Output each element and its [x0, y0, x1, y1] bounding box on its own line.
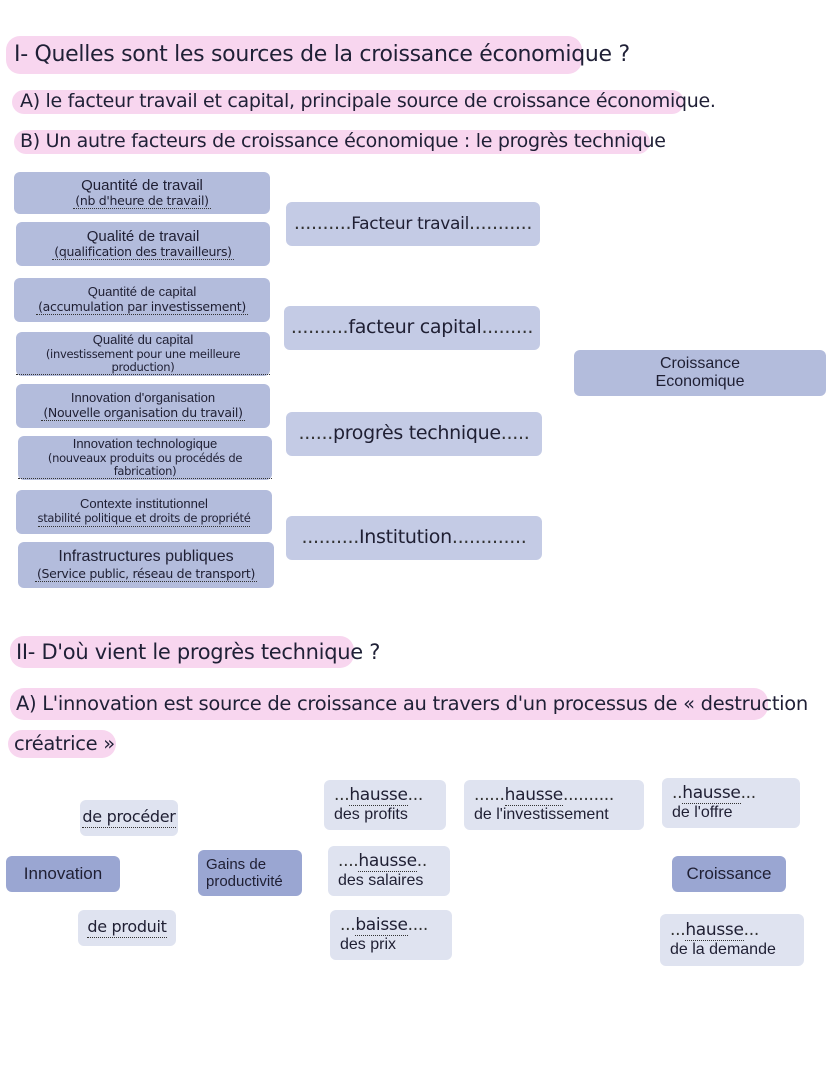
box-subtitle: (investissement pour une meilleure produ…: [16, 347, 270, 376]
demande-fill: ...hausse...: [670, 920, 759, 942]
gains-line2: productivité: [206, 873, 283, 890]
box-title: Innovation d'organisation: [70, 389, 216, 405]
box-innovation-organisation: Innovation d'organisation (Nouvelle orga…: [16, 384, 270, 428]
box-title: Contexte institutionnel: [80, 496, 208, 512]
croissance-label: Croissance: [686, 864, 772, 884]
box-subtitle: (nb d'heure de travail): [73, 192, 211, 210]
box-quantite-travail: Quantité de travail (nb d'heure de trava…: [14, 172, 270, 214]
box-title: Infrastructures publiques: [58, 548, 234, 566]
investissement-fill: ......hausse..........: [474, 785, 615, 807]
box-qualite-travail: Qualité de travail (qualification des tr…: [16, 222, 270, 266]
box-subtitle: (nouveaux produits ou procédés de fabric…: [18, 451, 272, 480]
croissance-box: Croissance: [672, 856, 786, 892]
prix-box: ...baisse.... des prix: [330, 910, 452, 960]
prix-label: des prix: [340, 935, 397, 953]
investissement-box: ......hausse.......... de l'investisseme…: [464, 780, 644, 830]
box-contexte-institutionnel: Contexte institutionnel stabilité politi…: [16, 490, 272, 534]
de-produit-label: de produit: [87, 917, 167, 938]
offre-label: de l'offre: [672, 803, 733, 821]
demande-box: ...hausse... de la demande: [660, 914, 804, 966]
section2-title-highlight: [10, 636, 354, 668]
box-innovation-technologique: Innovation technologique (nouveaux produ…: [18, 436, 272, 480]
salaires-label: des salaires: [338, 871, 424, 889]
box-title: Qualité de travail: [86, 227, 200, 245]
box-title: Quantité de capital: [87, 283, 197, 299]
profits-fill: ...hausse...: [334, 785, 423, 807]
gains-productivite-box: Gains de productivité: [198, 850, 302, 896]
investissement-label: de l'investissement: [474, 805, 609, 823]
section2-a-highlight1: [10, 688, 768, 720]
factor-label: ..........Facteur travail...........: [293, 212, 533, 235]
title-highlight: [6, 36, 582, 74]
offre-fill: ..hausse...: [672, 783, 756, 805]
innovation-label: Innovation: [23, 864, 103, 884]
de-proceder-label: de procéder: [82, 807, 176, 828]
section1-title: I- Quelles sont les sources de la croiss…: [14, 42, 630, 67]
gains-line1: Gains de: [206, 855, 267, 873]
profits-box: ...hausse... des profits: [324, 780, 446, 830]
box-subtitle: (Nouvelle organisation du travail): [41, 404, 245, 422]
section2-title: II- D'où vient le progrès technique ?: [16, 640, 381, 664]
box-infrastructures: Infrastructures publiques (Service publi…: [18, 542, 274, 588]
section2-a-highlight2: [8, 730, 116, 758]
section1-a-highlight: [12, 90, 684, 114]
section1-b: B) Un autre facteurs de croissance écono…: [20, 130, 666, 152]
box-title: Innovation technologique: [72, 435, 218, 451]
box-qualite-capital: Qualité du capital (investissement pour …: [16, 332, 270, 376]
de-produit-box: de produit: [78, 910, 176, 946]
section2-a-line1: A) L'innovation est source de croissance…: [16, 692, 808, 715]
box-subtitle: (accumulation par investissement): [36, 298, 248, 316]
box-quantite-capital: Quantité de capital (accumulation par in…: [14, 278, 270, 322]
box-subtitle: stabilité politique et droits de proprié…: [37, 511, 251, 527]
box-title: Quantité de travail: [81, 176, 203, 194]
factor-label: ..........facteur capital.........: [290, 316, 534, 339]
box-subtitle: (qualification des travailleurs): [52, 243, 234, 261]
croissance-line1: Croissance: [659, 354, 741, 372]
innovation-box: Innovation: [6, 856, 120, 892]
croissance-economique-box: Croissance Economique: [574, 350, 826, 396]
factor-progres: ......progrès technique.....: [286, 412, 542, 456]
factor-capital: ..........facteur capital.........: [284, 306, 540, 350]
demande-label: de la demande: [670, 940, 776, 958]
factor-label: ......progrès technique.....: [298, 422, 530, 445]
profits-label: des profits: [334, 805, 408, 823]
factor-institution: ..........Institution.............: [286, 516, 542, 560]
section1-a: A) le facteur travail et capital, princi…: [20, 90, 716, 112]
section2-a-line2: créatrice »: [14, 732, 115, 755]
prix-fill: ...baisse....: [340, 915, 429, 937]
salaires-fill: ....hausse..: [338, 851, 427, 873]
box-title: Qualité du capital: [92, 331, 194, 347]
box-subtitle: (Service public, réseau de transport): [34, 565, 258, 582]
salaires-box: ....hausse.. des salaires: [328, 846, 450, 896]
croissance-line2: Economique: [655, 373, 745, 390]
section1-b-highlight: [14, 130, 650, 154]
factor-travail: ..........Facteur travail...........: [286, 202, 540, 246]
de-proceder-box: de procéder: [80, 800, 178, 836]
offre-box: ..hausse... de l'offre: [662, 778, 800, 828]
factor-label: ..........Institution.............: [301, 526, 527, 549]
